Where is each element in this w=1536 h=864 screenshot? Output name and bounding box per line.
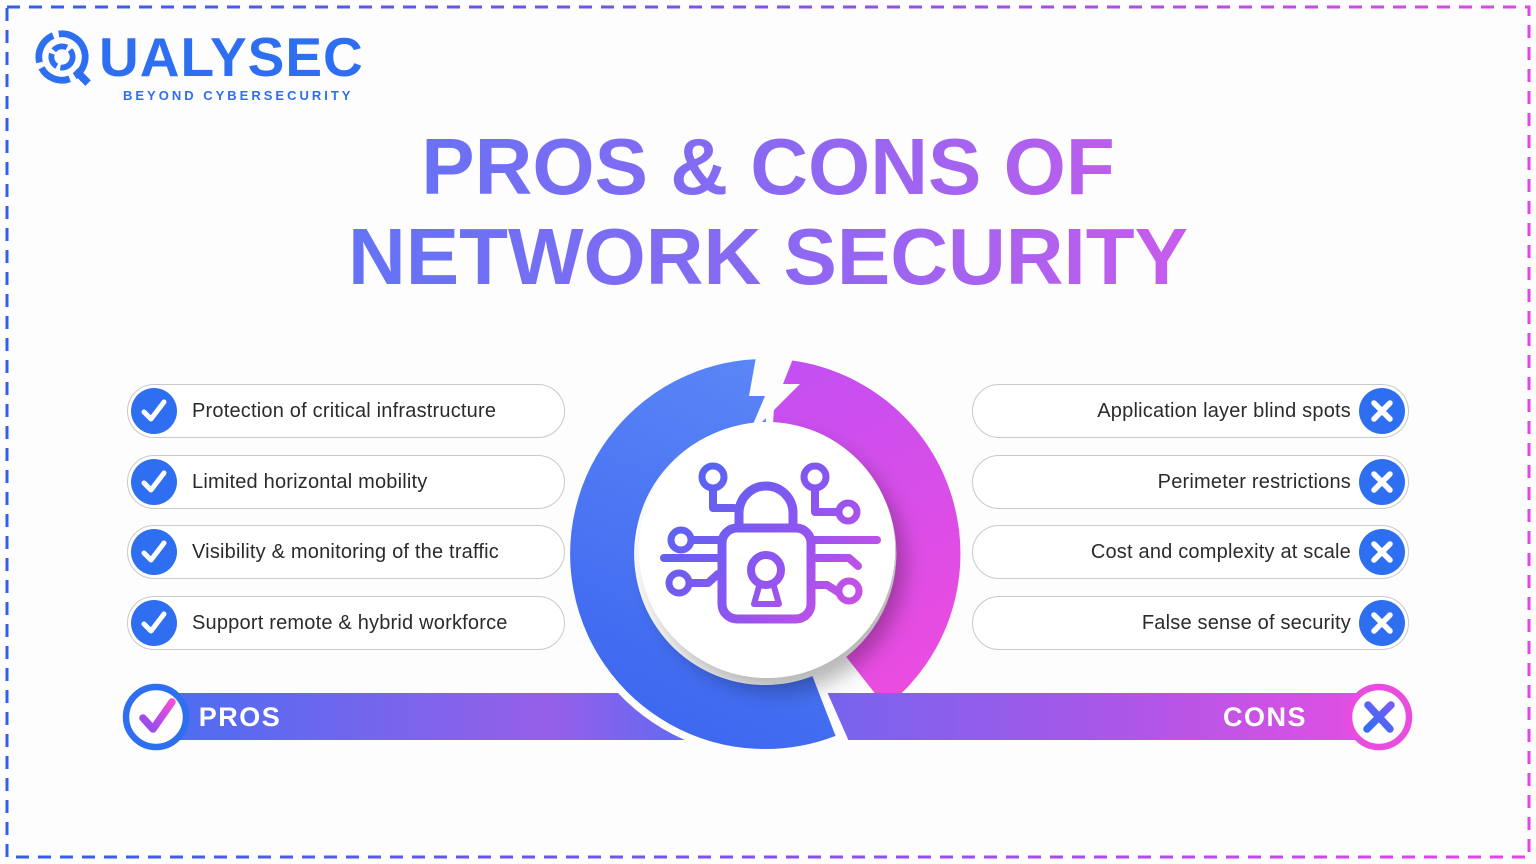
ring-blue-arc xyxy=(570,358,836,749)
cons-pill-2: Perimeter restrictions xyxy=(972,455,1409,509)
cons-ribbon-label: CONS xyxy=(1222,702,1307,732)
pros-pill-4: Support remote & hybrid workforce xyxy=(127,596,565,650)
reticle-q-icon xyxy=(35,30,91,86)
logo-text: UALYSEC xyxy=(99,25,364,88)
pros-ribbon-label: PROS xyxy=(198,702,282,732)
cons-pill-4: False sense of security xyxy=(972,596,1409,650)
cons-pill-label: False sense of security xyxy=(1141,611,1351,634)
ring-pink-arc xyxy=(772,359,961,708)
cons-pill-label: Application layer blind spots xyxy=(1097,399,1351,422)
dashed-border-rect xyxy=(5,5,1531,859)
check-icon xyxy=(139,698,176,733)
x-icon xyxy=(1363,701,1395,733)
pros-pill-label: Visibility & monitoring of the traffic xyxy=(192,540,499,563)
qualysec-logo: UALYSEC xyxy=(33,28,364,86)
x-icon xyxy=(1359,388,1405,434)
x-icon xyxy=(1359,600,1405,646)
pros-pill-label: Limited horizontal mobility xyxy=(192,470,428,493)
cons-pill-label: Perimeter restrictions xyxy=(1157,470,1351,493)
x-icon xyxy=(1359,459,1405,505)
cons-ribbon-badge xyxy=(1345,683,1413,751)
check-icon xyxy=(131,459,177,505)
padlock-circuit-icon xyxy=(660,462,881,624)
check-icon xyxy=(131,529,177,575)
pros-ribbon-badge xyxy=(122,683,190,751)
pros-pill-label: Protection of critical infrastructure xyxy=(192,399,497,422)
lightning-bolt-icon xyxy=(748,346,800,436)
check-icon xyxy=(131,388,177,434)
cons-pill-label: Cost and complexity at scale xyxy=(1090,540,1351,563)
cons-pill-1: Application layer blind spots xyxy=(972,384,1409,438)
pros-pill-label: Support remote & hybrid workforce xyxy=(192,611,508,634)
x-icon xyxy=(1359,529,1405,575)
pros-pill-1: Protection of critical infrastructure xyxy=(127,384,565,438)
cons-pill-3: Cost and complexity at scale xyxy=(972,525,1409,579)
pros-pill-3: Visibility & monitoring of the traffic xyxy=(127,525,565,579)
logo-tagline: BEYOND CYBERSECURITY xyxy=(123,88,354,103)
pros-pill-2: Limited horizontal mobility xyxy=(127,455,565,509)
check-icon xyxy=(131,600,177,646)
